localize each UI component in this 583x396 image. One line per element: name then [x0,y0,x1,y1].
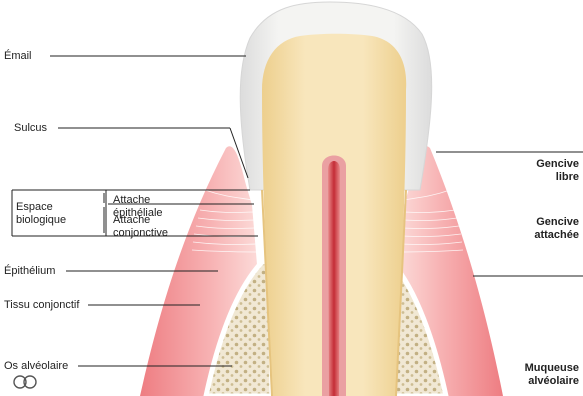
label-email: Émail [4,50,32,63]
pulp-core [328,161,340,396]
publisher-logo-icon [12,374,40,390]
label-attache-conjonctive: Attache conjonctive [113,214,168,240]
label-tissu-conjonctif: Tissu conjonctif [4,299,79,312]
label-sulcus: Sulcus [14,122,47,135]
label-muqueuse-alveolaire: Muqueuse alvéolaire [525,362,579,388]
label-gencive-attachee: Gencive attachée [534,216,579,242]
label-os-alveolaire: Os alvéolaire [4,360,68,373]
label-gencive-libre: Gencive libre [536,158,579,184]
label-epithelium: Épithélium [4,265,55,278]
label-espace-biologique: Espace biologique [16,201,66,227]
